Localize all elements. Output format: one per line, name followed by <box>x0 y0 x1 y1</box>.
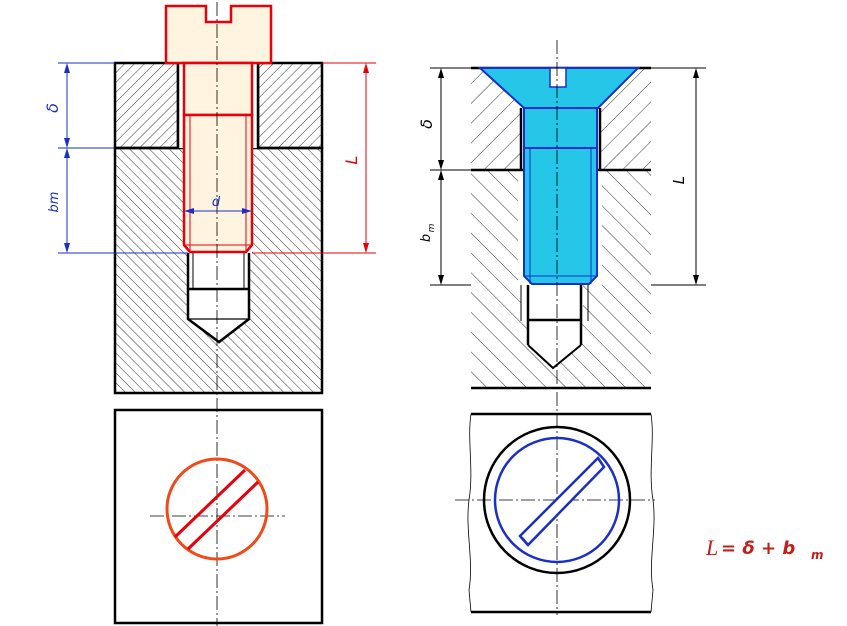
left-slot-line-2 <box>186 480 260 551</box>
left-section-view: δ bm d L <box>43 2 376 626</box>
formula-eq: = δ + b <box>721 538 795 559</box>
formula: L = δ + b m <box>705 535 824 562</box>
right-dim-L <box>651 67 706 286</box>
left-screw <box>164 4 273 254</box>
right-delta-label: δ <box>417 119 436 129</box>
right-b-label: b <box>419 234 434 242</box>
left-L-label: L <box>342 156 361 165</box>
formula-sub: m <box>811 548 824 562</box>
right-dim-bm <box>430 170 471 286</box>
left-dim-bm <box>58 148 188 254</box>
left-slot-line-1 <box>173 468 247 539</box>
left-screw-head <box>164 4 273 65</box>
right-slot-outline <box>518 456 606 547</box>
right-section-view: δ b m L <box>417 40 706 615</box>
right-screw-slot <box>549 67 567 88</box>
right-screw-head-circle <box>493 436 621 564</box>
right-screw <box>477 67 641 285</box>
left-d-label: d <box>212 195 221 210</box>
right-screw-thread <box>523 147 598 285</box>
left-screw-head-circle <box>165 457 269 561</box>
right-screw-shank <box>523 107 598 149</box>
left-blind-hole <box>186 253 251 344</box>
left-screw-shank <box>182 61 254 117</box>
right-dim-delta <box>430 67 471 171</box>
right-top-view <box>455 412 655 614</box>
right-bm-sub: m <box>427 223 437 232</box>
right-top-plate-right <box>600 68 651 170</box>
left-bm-label: bm <box>47 192 62 213</box>
left-top-plate-left <box>113 61 180 150</box>
left-top-plate-right <box>256 61 324 150</box>
left-screw-thread <box>182 113 254 254</box>
left-dim-delta <box>58 62 115 149</box>
right-L-label: L <box>670 176 688 184</box>
left-dim-d <box>184 208 252 214</box>
formula-L: L <box>705 535 718 560</box>
left-top-view-frame <box>113 408 324 625</box>
left-delta-label: δ <box>43 103 62 113</box>
left-dim-L <box>252 62 376 254</box>
right-outer-circle <box>482 425 632 575</box>
left-top-view <box>113 408 324 625</box>
